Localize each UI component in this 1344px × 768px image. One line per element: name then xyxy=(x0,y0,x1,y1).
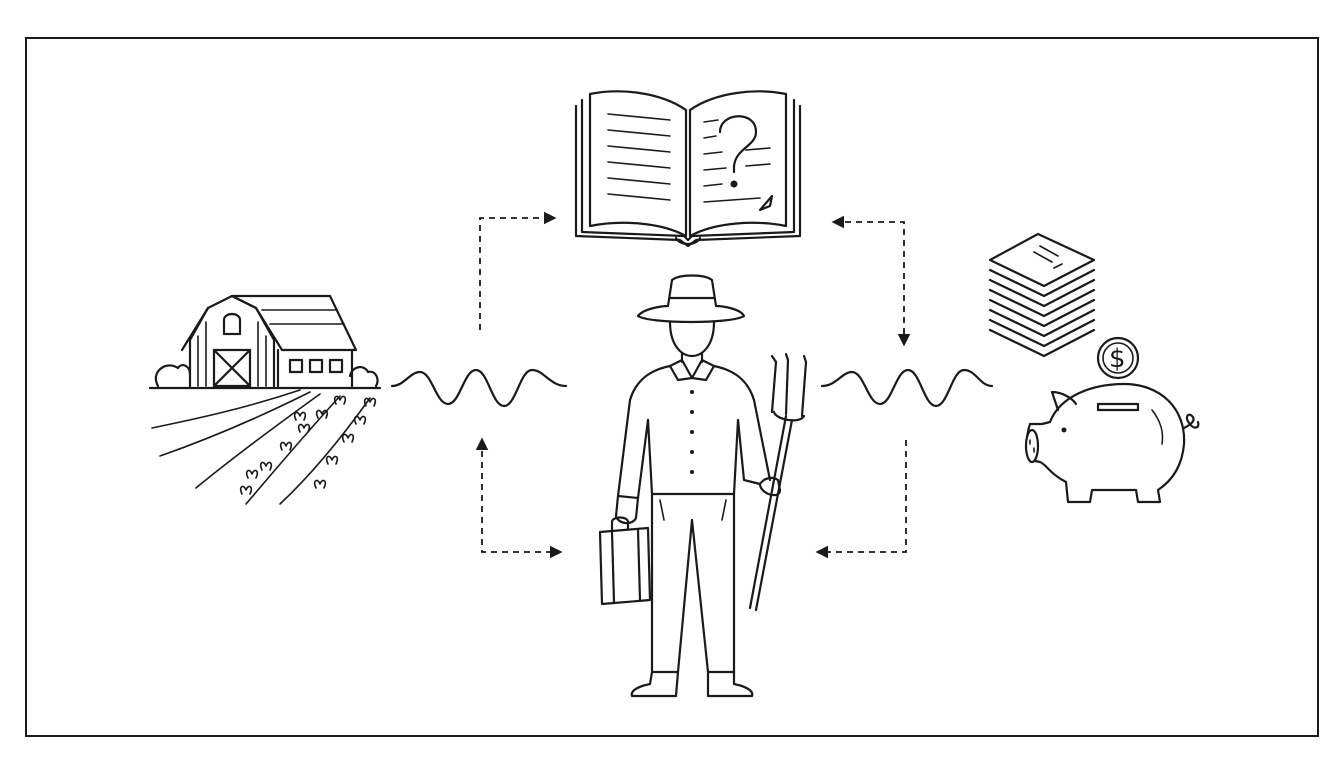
coin-dollar-symbol: $ xyxy=(1109,344,1126,374)
dashed-arrow-finance-to-farmer xyxy=(815,440,907,559)
dashed-arrow-farm-to-book xyxy=(479,211,557,330)
wave-connector-left xyxy=(390,368,568,408)
dashed-arrow-book-to-finance xyxy=(831,215,911,347)
open-book-question-icon xyxy=(574,90,802,248)
dashed-arrow-farm-to-farmer xyxy=(475,437,563,559)
barn-field-icon xyxy=(148,294,382,505)
documents-piggy-bank-icon: $ xyxy=(988,232,1200,504)
diagram-frame xyxy=(25,37,1319,737)
wave-connector-right xyxy=(820,368,994,408)
farmer-pitchfork-briefcase-icon xyxy=(598,274,808,698)
